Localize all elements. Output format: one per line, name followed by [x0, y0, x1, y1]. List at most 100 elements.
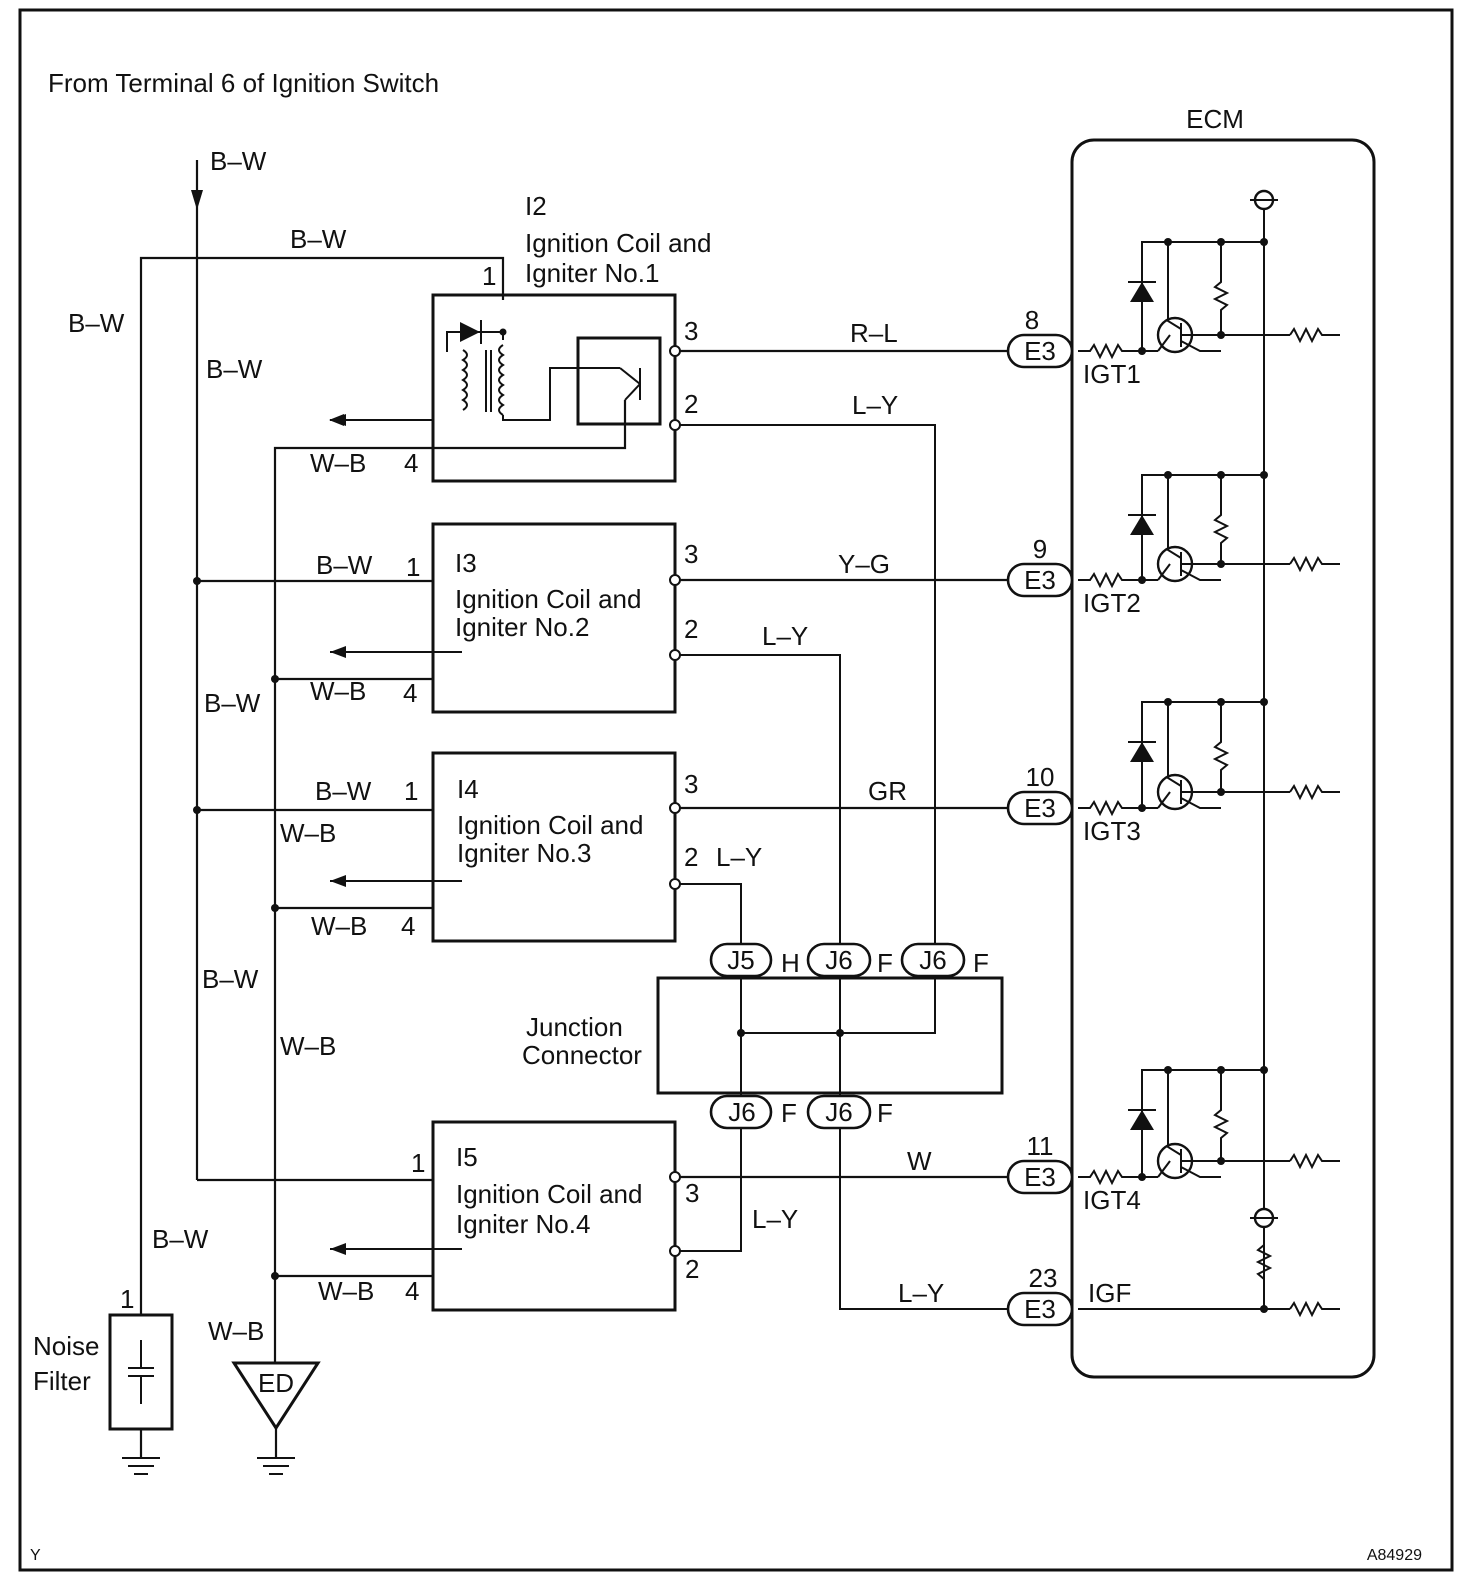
pin-label: 3: [685, 1178, 699, 1208]
wire-label: B–W: [152, 1224, 209, 1254]
source-label: From Terminal 6 of Ignition Switch: [48, 68, 439, 98]
resistor-icon: [1289, 783, 1340, 801]
wire-label: B–W: [316, 550, 373, 580]
connector-name: J6: [825, 1097, 852, 1127]
wire-label: W–B: [310, 448, 366, 478]
pin-number: 11: [1027, 1131, 1054, 1161]
connector-pill: [806, 1094, 872, 1130]
diode-icon: [1130, 515, 1154, 535]
junction-title: Connector: [522, 1040, 642, 1070]
coil-id: I4: [457, 774, 479, 804]
coil-title: Ignition Coil and: [525, 228, 711, 258]
coil-title: Igniter No.1: [525, 258, 659, 288]
pin-terminal: [669, 1245, 681, 1257]
wire-label: Y–G: [838, 549, 890, 579]
wire-label: L–Y: [752, 1204, 798, 1234]
pin-terminal: [669, 1171, 681, 1183]
pin-label: 1: [406, 552, 420, 582]
resistor-icon: [1078, 571, 1158, 589]
arrow-left-icon: [330, 875, 346, 887]
pin-label: 1: [404, 776, 418, 806]
coil-i2: I2 Ignition Coil and Igniter No.1 1 3 2 …: [310, 191, 711, 483]
wire-label: B–W: [290, 224, 347, 254]
wire-label: R–L: [850, 318, 898, 348]
igf-wires: L–Y L–Y L–Y: [680, 390, 1010, 1310]
top-branch: B–W B–W B–W B–W B–W B–W: [68, 224, 505, 1315]
connector-pin: F: [877, 1098, 893, 1128]
resistor-icon: [1212, 1070, 1230, 1161]
connector-name: J6: [825, 945, 852, 975]
pin-label: 4: [405, 1276, 419, 1306]
wire-label: B–W: [206, 354, 263, 384]
connector-pill: [1006, 1159, 1074, 1195]
pin-terminal: [669, 419, 681, 431]
resistor-icon: [1255, 1244, 1273, 1280]
igt-wires: R–L Y–G GR W: [680, 318, 1010, 1179]
connector-name: E3: [1024, 565, 1056, 595]
connector-pill: [1006, 790, 1074, 826]
ground-icon: [122, 1457, 160, 1475]
coil-title: Igniter No.4: [456, 1209, 590, 1239]
pin-label: 2: [685, 1254, 699, 1284]
connector-pin: H: [781, 948, 800, 978]
igt-driver-stage: [1078, 238, 1340, 360]
junction-title: Junction: [526, 1012, 623, 1042]
connector-name: J6: [728, 1097, 755, 1127]
arrow-left-icon: [330, 1243, 346, 1255]
signal-label: IGT2: [1083, 588, 1141, 618]
ground-point-ed: ED: [231, 1361, 321, 1475]
connector-name: J6: [919, 945, 946, 975]
resistor-icon: [1212, 242, 1230, 335]
wire-label: B–W: [204, 688, 261, 718]
wire-label: W–B: [280, 1031, 336, 1061]
ecm-driver-stages: [1078, 238, 1340, 1186]
connector-pin: F: [877, 948, 893, 978]
pin-label: 2: [684, 614, 698, 644]
resistor-icon: [1078, 1168, 1158, 1186]
pin-terminal: [669, 649, 681, 661]
noise-filter: 1 Noise Filter: [33, 1284, 174, 1475]
pin-label: 3: [684, 316, 698, 346]
diode-icon: [1130, 1110, 1154, 1130]
ground-point-label: ED: [258, 1368, 294, 1398]
connector-pill: [900, 942, 966, 978]
junction-connector: Junction Connector J5 H J6 F J6 F J6 F J…: [522, 942, 1004, 1130]
wire-label: L–Y: [716, 842, 762, 872]
pin-number: 9: [1033, 534, 1047, 564]
wire-label: W–B: [310, 676, 366, 706]
coil-schematic-icon: [446, 320, 662, 426]
coil-title: Ignition Coil and: [457, 810, 643, 840]
pin-number: 10: [1026, 762, 1055, 792]
signal-label: IGT4: [1083, 1185, 1141, 1215]
pin-terminal: [669, 878, 681, 890]
arrow-left-icon: [330, 414, 346, 426]
coil-id: I5: [456, 1142, 478, 1172]
connector-name: E3: [1024, 336, 1056, 366]
pin-label: 3: [684, 539, 698, 569]
signal-label: IGF: [1088, 1278, 1131, 1308]
coil-i3: B–W 1 I3 Ignition Coil and Igniter No.2 …: [193, 522, 698, 714]
corner-letter: Y: [30, 1547, 41, 1564]
ecm: ECM: [1070, 104, 1376, 1379]
wire-label: L–Y: [852, 390, 898, 420]
capacitor-icon: [128, 1340, 154, 1404]
connector-pill: [1006, 562, 1074, 598]
diode-icon: [1130, 742, 1154, 762]
connector-name: E3: [1024, 1162, 1056, 1192]
wire-label: B–W: [202, 964, 259, 994]
coil-title: Igniter No.2: [455, 612, 589, 642]
pin-label: 1: [120, 1284, 134, 1314]
resistor-icon: [1289, 555, 1340, 573]
coil-i5: 1 I5 Ignition Coil and Igniter No.4 3 2 …: [197, 1120, 798, 1312]
coil-title: Igniter No.3: [457, 838, 591, 868]
wire-label: W–B: [280, 818, 336, 848]
pin-label: 4: [401, 911, 415, 941]
igt-driver-stage: [1078, 1066, 1340, 1186]
connector-name: E3: [1024, 793, 1056, 823]
pin-number: 23: [1029, 1263, 1058, 1293]
wire-label: W–B: [318, 1276, 374, 1306]
wire-label: B–W: [315, 776, 372, 806]
